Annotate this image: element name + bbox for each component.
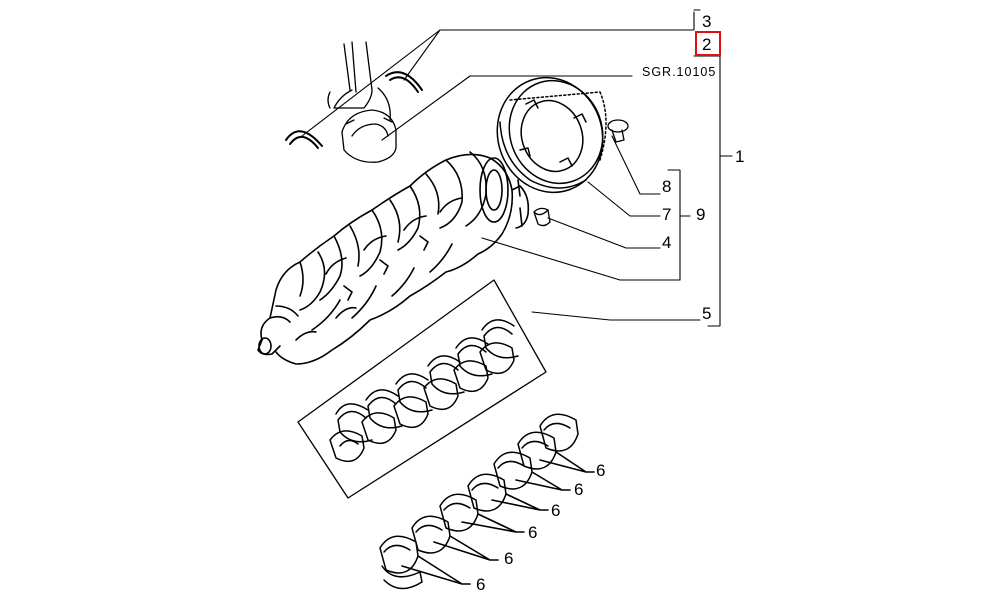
callout-3: 3	[702, 12, 712, 31]
callout-9[interactable]: 9	[696, 205, 706, 224]
callout-6[interactable]: 6	[528, 523, 538, 542]
connecting-rod-cap	[341, 109, 397, 163]
callout-7[interactable]: 7	[662, 205, 672, 224]
callout-2[interactable]: 2	[702, 35, 712, 54]
crankshaft	[257, 151, 530, 365]
connecting-rod	[327, 41, 391, 121]
callout-1[interactable]: 1	[735, 147, 745, 166]
dowel-pin	[533, 207, 551, 227]
highlight-box-callout-2	[695, 31, 721, 56]
main-bearing-shells	[329, 319, 519, 463]
gear-bolt	[607, 119, 629, 143]
callout-6[interactable]: 6	[504, 549, 514, 568]
main-bearing-set-box	[297, 279, 547, 499]
leader-lines-6	[401, 451, 595, 585]
callout-5[interactable]: 5	[702, 304, 712, 323]
callout-8[interactable]: 8	[662, 177, 672, 196]
leader-lines-top	[301, 29, 694, 141]
rod-bearing-shell-upper	[385, 71, 423, 93]
callout-6[interactable]: 6	[551, 501, 561, 520]
leader-lines-right	[481, 9, 733, 327]
callout-4[interactable]: 4	[662, 233, 672, 252]
timing-gear	[496, 76, 607, 194]
callout-6[interactable]: 6	[574, 480, 584, 499]
callout-6[interactable]: 6	[596, 461, 606, 480]
rod-bearing-shell-lower	[285, 130, 323, 149]
callout-6[interactable]: 6	[476, 575, 486, 594]
bearing-shells-loose	[379, 413, 579, 590]
reference-code-label: SGR.10105	[642, 65, 717, 79]
